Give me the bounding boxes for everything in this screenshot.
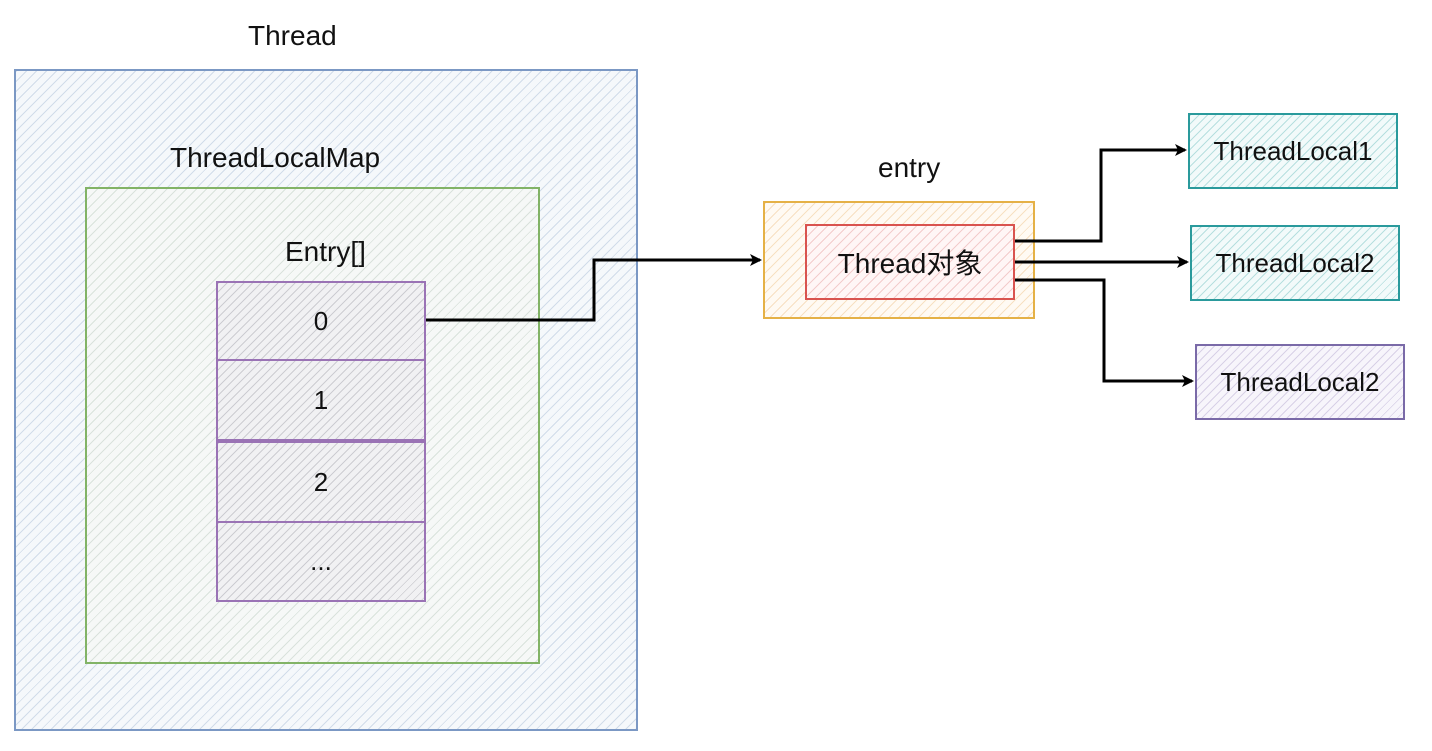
entry-title: entry xyxy=(878,152,941,183)
entry-array-cell-label: 2 xyxy=(313,466,329,497)
thread-local-box: ThreadLocal1 xyxy=(1188,113,1398,189)
entry-thread-object: Thread对象 xyxy=(805,224,1015,300)
entry-array-cell: 2 xyxy=(216,441,426,523)
entry-array-title: Entry[] xyxy=(285,236,366,267)
entry-array-cell: ... xyxy=(216,521,426,602)
entry-array: 0 1 2 ... xyxy=(216,281,426,602)
thread-local-label: ThreadLocal1 xyxy=(1213,135,1373,166)
entry-array-cell-label: 1 xyxy=(313,384,329,415)
thread-local-box: ThreadLocal2 xyxy=(1195,344,1405,420)
thread-local-label: ThreadLocal2 xyxy=(1215,247,1375,278)
arrow-cell0-to-entry xyxy=(426,254,762,322)
entry-array-cell: 1 xyxy=(216,359,426,441)
entry-thread-object-label: Thread对象 xyxy=(837,248,983,279)
thread-local-label: ThreadLocal2 xyxy=(1220,366,1380,397)
thread-title: Thread xyxy=(248,20,337,51)
thread-local-map-title: ThreadLocalMap xyxy=(170,142,381,173)
thread-local-box: ThreadLocal2 xyxy=(1190,225,1400,301)
arrow-entry-to-threadlocal1 xyxy=(1015,144,1187,243)
entry-array-cell-label: 0 xyxy=(313,305,329,336)
arrow-entry-to-threadlocal2b xyxy=(1015,278,1194,387)
entry-array-cell-label: ... xyxy=(310,546,332,576)
